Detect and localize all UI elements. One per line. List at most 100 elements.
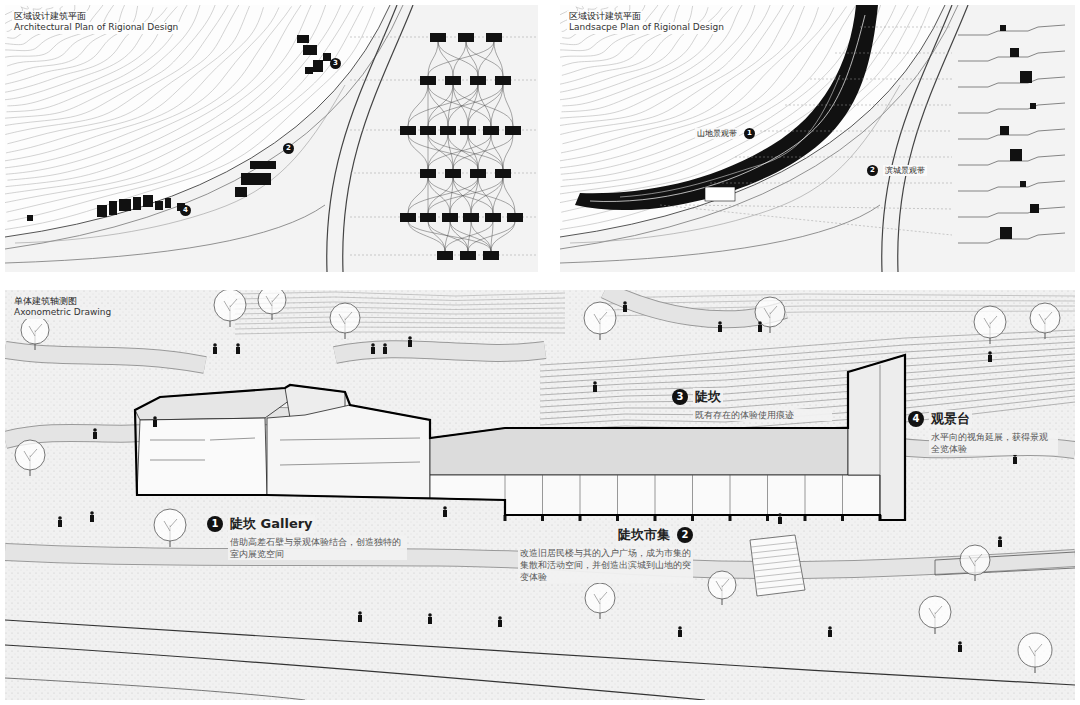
flow-link xyxy=(428,177,450,213)
site-edge xyxy=(5,5,390,237)
person-body xyxy=(718,325,722,332)
contour xyxy=(5,7,375,229)
wall xyxy=(137,418,267,495)
building xyxy=(133,197,141,210)
person-body xyxy=(236,347,240,354)
callout: 4 xyxy=(180,205,191,216)
callout-heading: 陡坎 xyxy=(693,388,723,406)
section-block xyxy=(1010,48,1019,57)
slope-line xyxy=(235,312,565,314)
panel-title: 区域设计建筑平面 xyxy=(12,11,88,22)
tree-branch xyxy=(1029,644,1042,656)
callout-number: 2 xyxy=(283,143,294,154)
terrace xyxy=(540,360,1075,395)
trail xyxy=(15,85,345,243)
flow-link xyxy=(448,84,478,126)
stair-step xyxy=(756,572,802,577)
callout-row: 3陡坎 xyxy=(672,388,832,406)
hill xyxy=(5,5,390,237)
person-head xyxy=(443,506,447,510)
panel-art xyxy=(560,5,1075,272)
callout-description: 既有存在的体验使用痕迹 xyxy=(693,409,832,421)
tree xyxy=(330,303,360,333)
stipple xyxy=(5,290,1075,700)
window xyxy=(150,460,205,461)
tree-branch xyxy=(716,579,729,591)
building xyxy=(143,195,153,207)
section-block xyxy=(1010,149,1022,161)
flow-link xyxy=(478,41,494,76)
callout-number: 1 xyxy=(207,516,223,532)
person-head xyxy=(408,336,412,340)
person-head xyxy=(428,613,432,617)
contour xyxy=(5,7,153,92)
stair-step xyxy=(752,548,797,553)
person-head xyxy=(958,641,962,645)
callout-row: 2滨城景观带 xyxy=(867,165,927,176)
tree xyxy=(258,290,286,314)
flow-link xyxy=(408,221,445,251)
flow-link xyxy=(448,134,453,169)
bar-facade xyxy=(430,475,880,515)
stair-step xyxy=(755,566,801,571)
building xyxy=(97,205,107,217)
contour xyxy=(7,5,239,144)
building xyxy=(313,60,323,72)
section-block xyxy=(1000,126,1009,135)
contour xyxy=(561,5,908,212)
callout-row: 3 xyxy=(330,58,341,69)
walkway-edge xyxy=(335,349,545,355)
callout-row: 2 xyxy=(283,143,294,154)
tree-branch xyxy=(764,306,777,318)
flow-link xyxy=(408,134,428,169)
flow-link xyxy=(428,177,503,213)
contour xyxy=(7,5,115,66)
person-body xyxy=(408,340,412,347)
flow-link xyxy=(428,134,448,169)
callout-description: 改造旧居民楼与其的入户广场，成为市集的集散和活动空间，并创造出滨城到山地的突变体… xyxy=(518,547,693,583)
building xyxy=(235,187,247,197)
dashed-leader xyxy=(735,157,952,158)
person-head xyxy=(58,516,62,520)
tree xyxy=(919,596,951,628)
flow-box xyxy=(440,126,456,135)
flow-link xyxy=(408,177,478,213)
callout-number: 2 xyxy=(677,527,693,543)
contour xyxy=(5,5,201,118)
mullion xyxy=(805,475,806,515)
flow-link xyxy=(408,134,478,169)
road xyxy=(327,5,397,272)
person-body xyxy=(778,517,782,524)
panel-art xyxy=(5,5,538,272)
contour xyxy=(7,6,363,221)
dashed-leader xyxy=(835,53,952,54)
slope-line xyxy=(235,327,565,329)
person-head xyxy=(988,351,992,355)
mullion xyxy=(542,475,543,515)
person-body xyxy=(428,617,432,624)
window xyxy=(150,440,205,441)
tree-branch xyxy=(164,519,177,531)
person-head xyxy=(758,321,762,325)
dashed-leader xyxy=(760,131,952,132)
flow-box xyxy=(420,169,436,178)
contour xyxy=(7,5,188,112)
callout-row: 4 xyxy=(180,205,191,216)
callout-number: 4 xyxy=(908,411,924,427)
site-edge xyxy=(560,205,880,263)
callout-row: 1山地景观带 xyxy=(695,128,755,139)
road xyxy=(5,620,1075,685)
tree xyxy=(585,583,615,613)
tree-branch xyxy=(339,312,352,324)
flow-box xyxy=(420,126,436,135)
person-body xyxy=(988,355,992,362)
flow-box xyxy=(463,213,479,222)
hill xyxy=(560,5,945,237)
bar-roof xyxy=(430,428,848,475)
window xyxy=(280,438,420,440)
panel: 区域设计建筑平面Architectural Plan of Rigional D… xyxy=(5,5,538,272)
flow-link xyxy=(478,134,491,169)
flow-link xyxy=(428,134,503,169)
panel-ground xyxy=(560,5,1075,272)
